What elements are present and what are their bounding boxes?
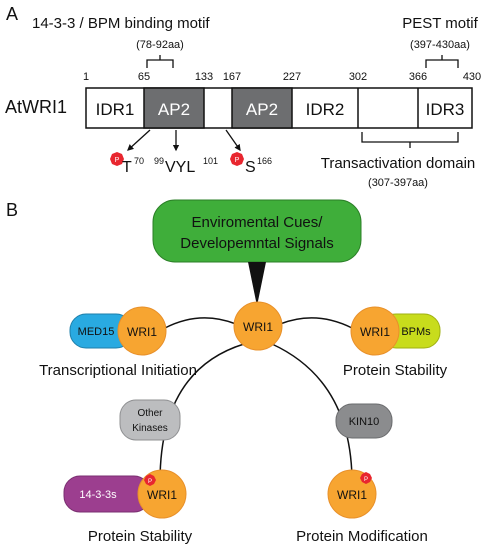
protein-modification-label: Protein Modification [296, 528, 428, 545]
pos-366: 366 [409, 71, 427, 83]
wri1-right-node [350, 306, 400, 356]
med15-label: MED15 [78, 326, 115, 338]
pest-label: PEST motif [402, 15, 478, 32]
wri1-center-label: WRI1 [243, 320, 273, 334]
vyl-num-right: 101 [203, 156, 218, 166]
link-center-bottom-right [271, 343, 353, 479]
residue-t: T [122, 159, 132, 176]
protein-stability-right-label: Protein Stability [343, 362, 448, 379]
protein-name: AtWRI1 [5, 97, 67, 117]
pos-430: 430 [463, 71, 481, 83]
pos-1: 1 [83, 71, 89, 83]
wri1-bottom-left-label: WRI1 [147, 488, 177, 502]
wri1-left-label: WRI1 [127, 325, 157, 339]
kin10-label: KIN10 [349, 416, 380, 428]
phospho-bottom-left-badge [144, 474, 156, 486]
wri1-left-node [117, 306, 167, 356]
pest-bracket [425, 55, 459, 68]
motif-bracket [146, 55, 174, 68]
signal-arrow [248, 262, 266, 306]
motif-range: (78-92aa) [136, 39, 184, 51]
arrow-s166 [225, 129, 241, 152]
phospho-bottom-right-text: P [364, 477, 368, 483]
kin10-node [335, 403, 393, 439]
pos-167: 167 [223, 71, 241, 83]
other-kinases-line2: Kinases [132, 423, 168, 434]
residue-s-num: 166 [257, 156, 272, 166]
signal-line1: Enviromental Cues/ [192, 214, 324, 231]
bpms-label: BPMs [401, 326, 431, 338]
signal-box [152, 199, 362, 263]
pest-range: (397-430aa) [410, 39, 470, 51]
ap2-domain-2 [231, 87, 293, 129]
vyl-label: VYL [165, 159, 195, 176]
link-center-left [164, 317, 237, 329]
pos-302: 302 [349, 71, 367, 83]
idr1-label: IDR1 [96, 100, 135, 119]
vyl-num-left: 99 [154, 156, 164, 166]
panel-a-label: A [6, 4, 18, 24]
residue-s: S [245, 159, 256, 176]
motif-label: 14-3-3 / BPM binding motif [32, 15, 210, 32]
phospho-bottom-left-text: P [148, 479, 152, 485]
idr3-label: IDR3 [426, 100, 465, 119]
phospho-t70-text: P [115, 157, 120, 164]
panel-b-label: B [6, 200, 18, 220]
signal-line2: Developemntal Signals [180, 235, 333, 252]
transcriptional-label: Transcriptional Initiation [39, 362, 197, 379]
ap2-domain-1 [143, 87, 205, 129]
wri1-bottom-right-label: WRI1 [337, 488, 367, 502]
idr2-label: IDR2 [306, 100, 345, 119]
arrow-t70 [127, 129, 151, 151]
transactivation-label: Transactivation domain [321, 155, 476, 172]
p1433-label: 14-3-3s [79, 489, 117, 501]
phospho-bottom-right-badge [360, 472, 372, 484]
residue-t-num: 70 [134, 156, 144, 166]
transactivation-bracket [361, 132, 459, 148]
phospho-t70-badge [110, 152, 124, 166]
pos-227: 227 [283, 71, 301, 83]
wri1-center-node [233, 301, 283, 351]
other-kinases-node [119, 399, 181, 441]
pos-133: 133 [195, 71, 213, 83]
wri1-right-label: WRI1 [360, 325, 390, 339]
protein-stability-bottom-label: Protein Stability [88, 528, 193, 545]
link-center-right [279, 317, 353, 329]
phospho-s166-badge [230, 152, 244, 166]
phospho-s166-text: P [235, 157, 240, 164]
link-center-bottom-left [159, 343, 245, 483]
transactivation-range: (307-397aa) [368, 177, 428, 189]
ap2-label-2: AP2 [246, 100, 278, 119]
pos-65: 65 [138, 71, 150, 83]
other-kinases-line1: Other [137, 408, 163, 419]
ap2-label-1: AP2 [158, 100, 190, 119]
